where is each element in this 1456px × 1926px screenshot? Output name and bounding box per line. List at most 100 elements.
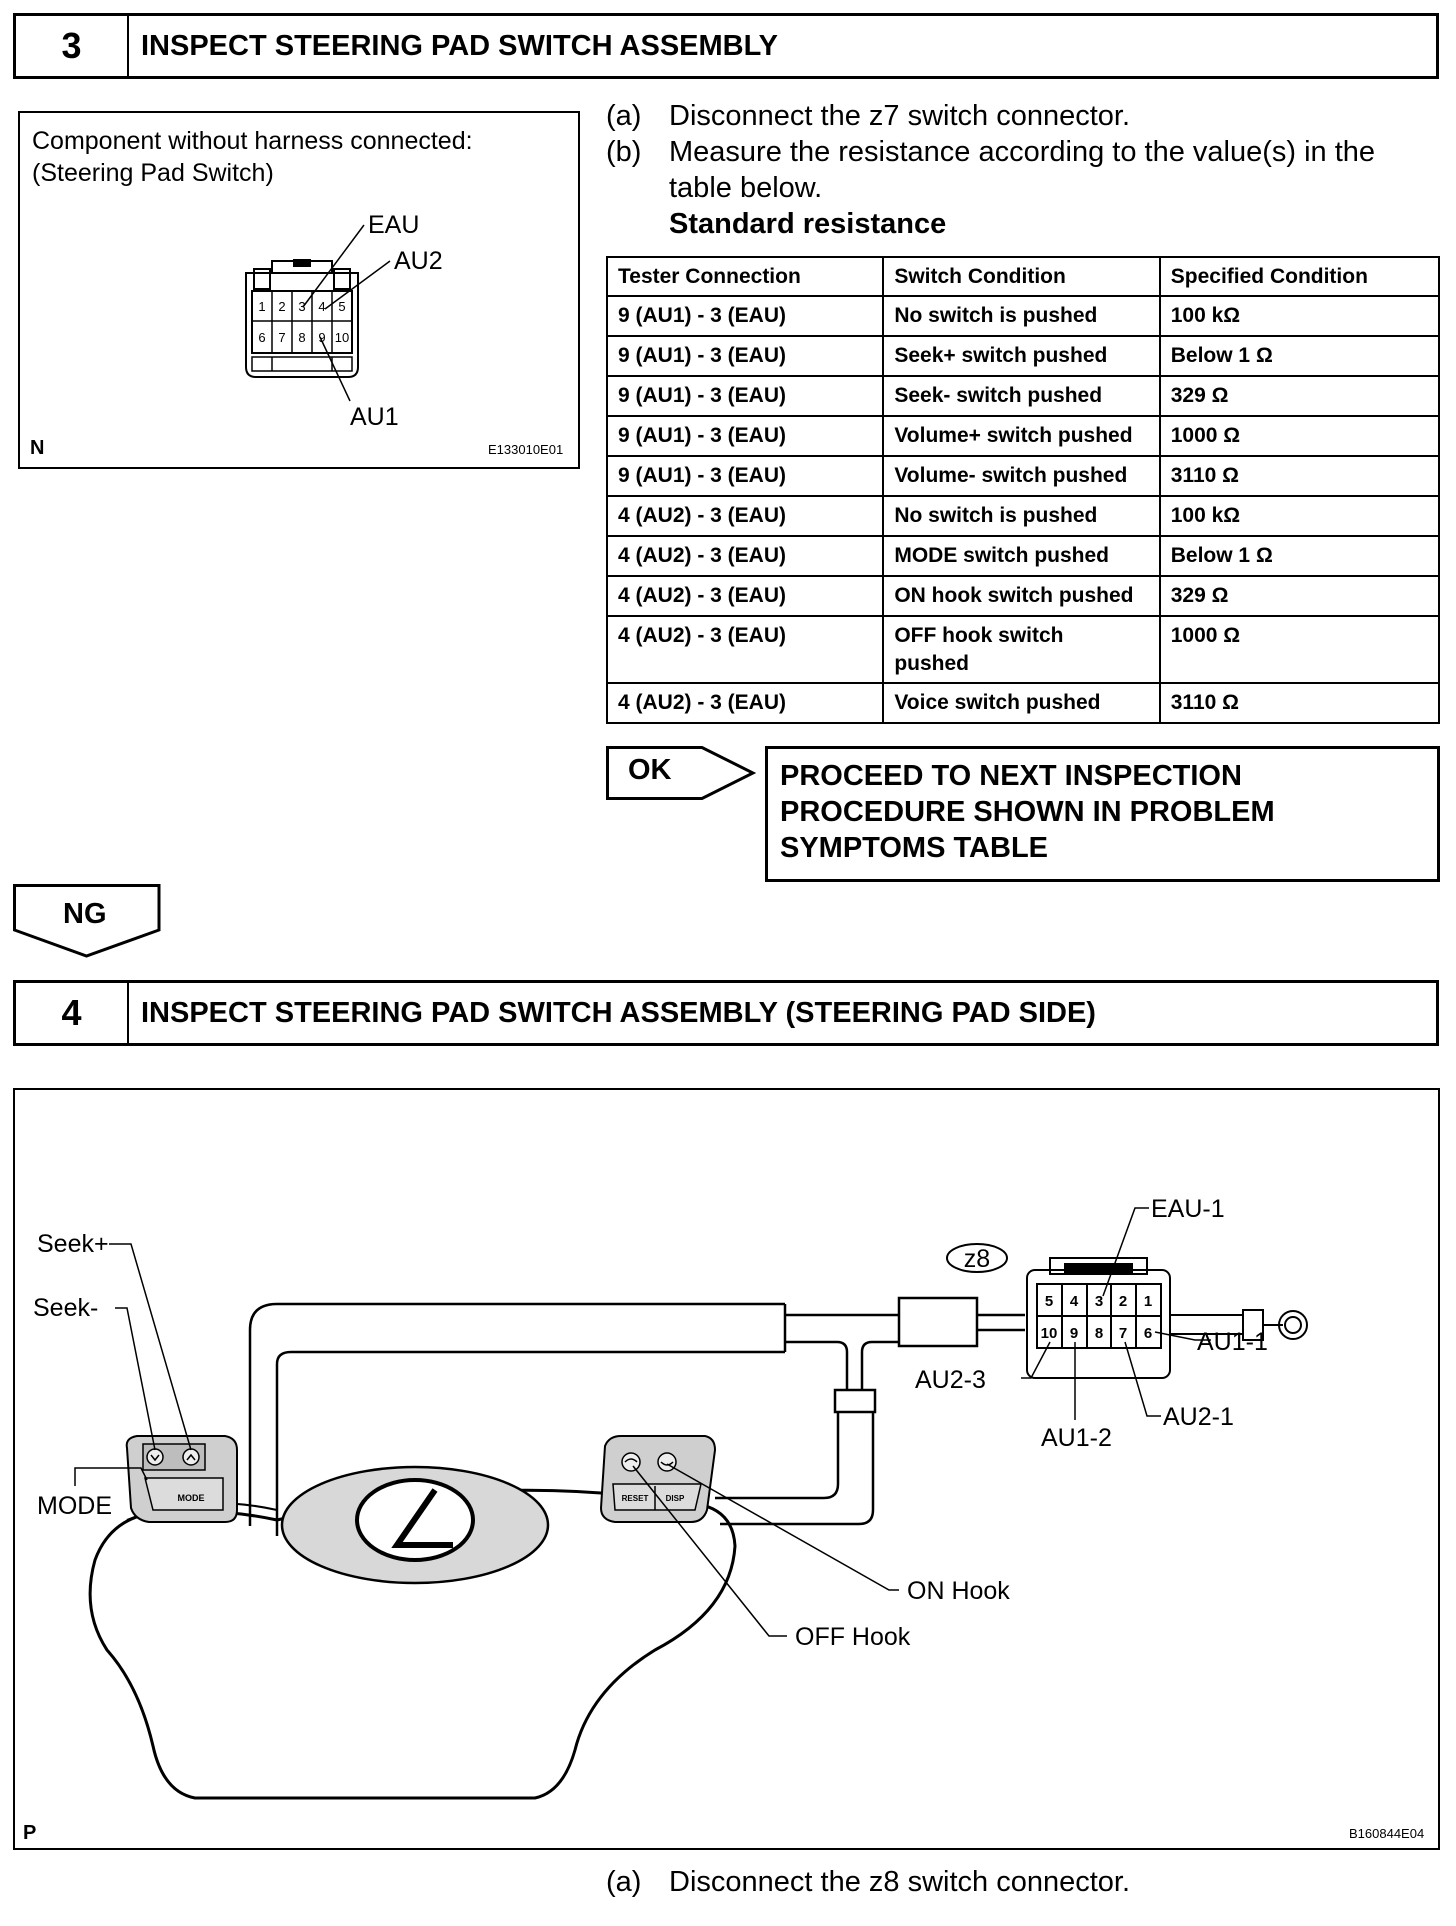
cell-tester-connection: 9 (AU1) - 3 (EAU) (605, 455, 885, 497)
cell-specified-condition: 1000 Ω (1158, 415, 1441, 457)
table-row: 9 (AU1) - 3 (EAU) Volume+ switch pushed … (605, 415, 1441, 457)
ng-label: NG (63, 898, 107, 930)
figure-caption: Component without harness connected: (St… (32, 125, 473, 189)
step-4-title: INSPECT STEERING PAD SWITCH ASSEMBLY (ST… (141, 996, 1096, 1029)
cell-tester-connection: 9 (AU1) - 3 (EAU) (605, 335, 885, 377)
cell-switch-condition: No switch is pushed (882, 495, 1161, 537)
cell-specified-condition: Below 1 Ω (1158, 535, 1441, 577)
label-au1-2: AU1-2 (1041, 1424, 1112, 1452)
pin-8: 8 (298, 330, 305, 345)
cell-specified-condition: 3110 Ω (1158, 455, 1441, 497)
figure-code: E133010E01 (488, 442, 564, 457)
instruction-b-line-2: table below. (669, 172, 823, 204)
pin-9: 9 (318, 330, 325, 345)
proceed-line-1: PROCEED TO NEXT INSPECTION (780, 760, 1242, 792)
label-au1: AU1 (350, 403, 399, 431)
steering-pad-drawing: z8 5 4 3 2 1 10 9 8 7 6 EAU-1 AU1-1 AU2-… (33, 1195, 1308, 1800)
z8-pin-8: 8 (1095, 1325, 1103, 1342)
cell-tester-connection: 4 (AU2) - 3 (EAU) (605, 615, 885, 684)
pin-6: 6 (258, 330, 265, 345)
cell-tester-connection: 4 (AU2) - 3 (EAU) (605, 575, 885, 617)
cell-tester-connection: 9 (AU1) - 3 (EAU) (605, 295, 885, 337)
label-on-hook: ON Hook (907, 1577, 1010, 1605)
header-tester-connection: Tester Connection (605, 256, 885, 297)
step-4-number: 4 (16, 983, 129, 1043)
label-eau-1: EAU-1 (1151, 1195, 1225, 1223)
caption-line-2: (Steering Pad Switch) (32, 159, 274, 187)
cell-specified-condition: 329 Ω (1158, 575, 1441, 617)
step-3-number: 3 (16, 16, 129, 76)
connector-drawing: 1 2 3 4 5 6 7 8 9 10 EAU AU2 AU1 (245, 211, 443, 431)
resistance-table: Tester Connection Switch Condition Speci… (605, 256, 1441, 724)
cell-specified-condition: 329 Ω (1158, 375, 1441, 417)
table-header-row: Tester Connection Switch Condition Speci… (605, 256, 1441, 297)
z8-pin-9: 9 (1070, 1325, 1078, 1342)
cell-switch-condition: Seek+ switch pushed (882, 335, 1161, 377)
proceed-box: PROCEED TO NEXT INSPECTION PROCEDURE SHO… (765, 746, 1440, 882)
caption-line-1: Component without harness connected: (32, 127, 473, 155)
label-au2-1: AU2-1 (1163, 1403, 1234, 1431)
table-row: 4 (AU2) - 3 (EAU) OFF hook switch pushed… (605, 615, 1441, 684)
cell-tester-connection: 4 (AU2) - 3 (EAU) (605, 495, 885, 537)
pin-1: 1 (258, 299, 265, 314)
cell-tester-connection: 4 (AU2) - 3 (EAU) (605, 535, 885, 577)
header-specified-condition: Specified Condition (1158, 256, 1441, 297)
label-off-hook: OFF Hook (795, 1623, 911, 1651)
z8-pin-7: 7 (1119, 1325, 1127, 1342)
instruction-b-line-1: Measure the resistance according to the … (669, 136, 1376, 168)
ng-arrow-shape (13, 884, 161, 958)
ok-arrow-shape (606, 746, 756, 800)
cell-specified-condition: Below 1 Ω (1158, 335, 1441, 377)
pin-5: 5 (338, 299, 345, 314)
table-row: 9 (AU1) - 3 (EAU) No switch is pushed 10… (605, 295, 1441, 337)
label-eau: EAU (368, 211, 419, 239)
pin-7: 7 (278, 330, 285, 345)
header-switch-condition: Switch Condition (882, 256, 1161, 297)
instruction-b-mark: (b) (606, 136, 642, 168)
ok-label: OK (628, 754, 672, 786)
cell-switch-condition: Volume+ switch pushed (882, 415, 1161, 457)
step-3-title: INSPECT STEERING PAD SWITCH ASSEMBLY (141, 29, 778, 62)
disp-button-label: DISP (666, 1494, 685, 1503)
cell-tester-connection: 4 (AU2) - 3 (EAU) (605, 682, 885, 724)
table-row: 9 (AU1) - 3 (EAU) Volume- switch pushed … (605, 455, 1441, 497)
figure-letter: N (30, 437, 45, 459)
table-row: 4 (AU2) - 3 (EAU) Voice switch pushed 31… (605, 682, 1441, 724)
steering-pad-figure: z8 5 4 3 2 1 10 9 8 7 6 EAU-1 AU1-1 AU2-… (13, 1088, 1440, 1850)
instruction-a-mark: (a) (606, 100, 642, 132)
label-seek-minus: Seek- (33, 1294, 98, 1322)
cell-switch-condition: MODE switch pushed (882, 535, 1161, 577)
pin-2: 2 (278, 299, 285, 314)
cell-specified-condition: 3110 Ω (1158, 682, 1441, 724)
table-row: 9 (AU1) - 3 (EAU) Seek+ switch pushed Be… (605, 335, 1441, 377)
label-seek-plus: Seek+ (37, 1230, 109, 1258)
label-au2-3: AU2-3 (915, 1366, 986, 1394)
cell-tester-connection: 9 (AU1) - 3 (EAU) (605, 375, 885, 417)
cell-switch-condition: OFF hook switch pushed (882, 615, 1161, 684)
step-3-header: 3 INSPECT STEERING PAD SWITCH ASSEMBLY (13, 13, 1439, 79)
standard-resistance-label: Standard resistance (669, 208, 947, 240)
connector-z8-label: z8 (964, 1245, 990, 1273)
cell-switch-condition: No switch is pushed (882, 295, 1161, 337)
table-row: 9 (AU1) - 3 (EAU) Seek- switch pushed 32… (605, 375, 1441, 417)
label-au2: AU2 (394, 247, 443, 275)
cell-switch-condition: Volume- switch pushed (882, 455, 1161, 497)
figure-2-code: B160844E04 (1349, 1826, 1425, 1841)
cell-switch-condition: ON hook switch pushed (882, 575, 1161, 617)
z8-pin-1: 1 (1144, 1293, 1152, 1310)
proceed-line-3: SYMPTOMS TABLE (780, 832, 1048, 864)
z8-pin-4: 4 (1070, 1293, 1079, 1310)
pin-4: 4 (318, 299, 325, 314)
z8-pin-10: 10 (1041, 1325, 1058, 1342)
cell-specified-condition: 1000 Ω (1158, 615, 1441, 684)
step-4-header: 4 INSPECT STEERING PAD SWITCH ASSEMBLY (… (13, 980, 1439, 1046)
cell-specified-condition: 100 kΩ (1158, 495, 1441, 537)
z8-pin-2: 2 (1119, 1293, 1127, 1310)
table-row: 4 (AU2) - 3 (EAU) ON hook switch pushed … (605, 575, 1441, 617)
pin-10: 10 (335, 330, 349, 345)
mode-button-label: MODE (178, 1493, 205, 1503)
z8-pin-6: 6 (1144, 1325, 1152, 1342)
instruction-a-text: Disconnect the z7 switch connector. (669, 100, 1131, 132)
cell-switch-condition: Seek- switch pushed (882, 375, 1161, 417)
label-au1-1: AU1-1 (1197, 1328, 1268, 1356)
